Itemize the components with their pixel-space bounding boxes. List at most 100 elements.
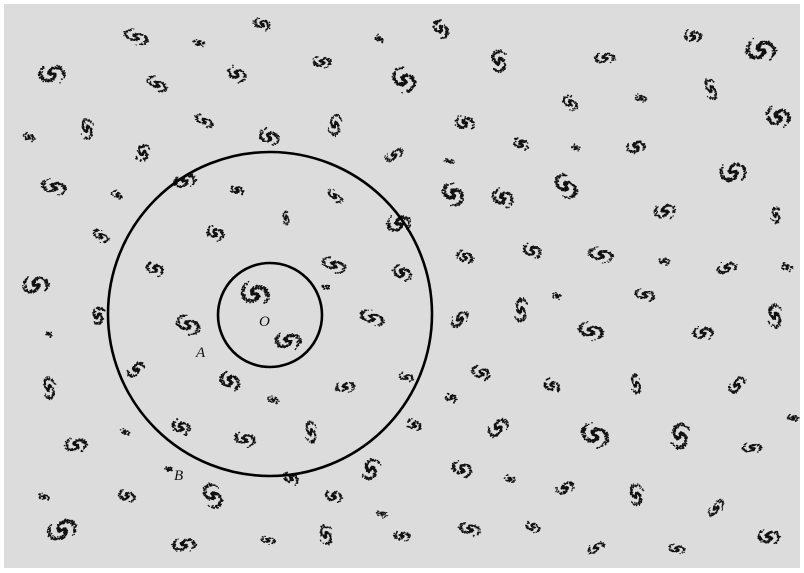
spiral-galaxy-icon (624, 136, 648, 158)
spiral-galaxy-icon (682, 25, 705, 46)
spiral-galaxy-icon (787, 414, 800, 422)
spiral-galaxy-icon (43, 511, 82, 550)
spiral-galaxy-icon (650, 197, 680, 225)
spiral-galaxy-icon (45, 331, 52, 338)
spiral-galaxy-icon (362, 458, 382, 481)
spiral-galaxy-icon (635, 93, 648, 102)
spiral-galaxy-icon (552, 292, 562, 300)
spiral-galaxy-icon (781, 262, 793, 272)
spiral-galaxy-icon (593, 49, 617, 67)
spiral-galaxy-icon (192, 39, 205, 47)
spiral-galaxy-icon (118, 489, 136, 502)
spiral-galaxy-icon (260, 536, 276, 545)
spiral-galaxy-icon (196, 479, 230, 512)
spiral-galaxy-icon (171, 418, 191, 436)
spiral-galaxy-icon (333, 377, 358, 397)
spiral-galaxy-icon (625, 481, 648, 508)
spiral-galaxy-icon (626, 372, 644, 396)
spiral-galaxy-icon (164, 466, 173, 472)
spiral-galaxy-icon (300, 418, 322, 445)
spiral-galaxy-icon (76, 116, 99, 143)
spiral-galaxy-icon (121, 27, 151, 48)
spiral-galaxy-icon (523, 243, 542, 259)
spiral-galaxy-icon (762, 101, 794, 133)
spiral-galaxy-icon (38, 493, 50, 501)
spiral-galaxy-icon (312, 54, 333, 71)
spiral-galaxy-icon (571, 143, 581, 151)
spiral-galaxy-icon (451, 460, 473, 478)
spiral-galaxy-icon (40, 178, 67, 195)
spiral-galaxy-icon (587, 246, 614, 263)
spiral-galaxy-icon (321, 285, 330, 290)
galaxies-layer (18, 16, 799, 558)
spiral-galaxy-icon (324, 187, 347, 206)
spiral-galaxy-icon (511, 296, 531, 324)
spiral-galaxy-icon (762, 301, 787, 331)
spiral-galaxy-icon (740, 440, 763, 456)
spiral-galaxy-icon (726, 373, 747, 397)
spiral-galaxy-icon (191, 112, 216, 130)
spiral-galaxy-icon (388, 64, 420, 96)
spiral-galaxy-icon (279, 210, 292, 227)
spiral-galaxy-icon (634, 288, 655, 302)
spiral-galaxy-icon (174, 313, 203, 338)
spiral-galaxy-icon (145, 262, 164, 278)
spiral-galaxy-icon (690, 322, 716, 345)
spiral-galaxy-icon (444, 393, 457, 404)
spiral-galaxy-icon (428, 16, 454, 41)
spiral-galaxy-icon (553, 476, 577, 500)
spiral-galaxy-icon (392, 529, 412, 544)
spiral-galaxy-icon (665, 420, 696, 453)
spiral-galaxy-icon (705, 496, 727, 521)
spiral-galaxy-icon (219, 371, 241, 392)
spiral-galaxy-icon (90, 227, 113, 246)
spiral-galaxy-icon (525, 521, 541, 534)
spiral-galaxy-icon (452, 111, 477, 135)
label-center-o: O (259, 314, 270, 330)
spiral-galaxy-icon (741, 31, 781, 69)
spiral-galaxy-icon (391, 264, 412, 282)
spiral-galaxy-icon (227, 65, 247, 84)
spiral-galaxy-icon (755, 524, 783, 549)
spiral-galaxy-icon (34, 57, 69, 91)
outer-sphere-ring (108, 152, 432, 476)
spiral-galaxy-icon (767, 205, 785, 226)
spiral-galaxy-icon (490, 185, 515, 211)
spiral-galaxy-icon (325, 113, 345, 138)
spiral-galaxy-icon (144, 73, 171, 95)
spiral-galaxy-icon (358, 308, 387, 328)
spiral-galaxy-icon (170, 533, 199, 557)
spiral-galaxy-icon (699, 75, 723, 103)
spiral-galaxy-icon (548, 170, 583, 203)
spiral-galaxy-icon (120, 428, 131, 436)
spiral-galaxy-icon (584, 537, 606, 558)
spiral-galaxy-icon (513, 137, 529, 151)
spiral-galaxy-icon (447, 306, 471, 332)
spiral-galaxy-icon (560, 92, 582, 112)
label-region-a: A (195, 345, 206, 361)
spiral-galaxy-icon (484, 413, 512, 443)
spiral-galaxy-icon (544, 377, 561, 392)
spiral-galaxy-icon (376, 510, 389, 518)
spiral-galaxy-icon (457, 522, 481, 537)
spiral-galaxy-icon (580, 422, 609, 449)
spiral-galaxy-icon (314, 521, 339, 548)
spiral-galaxy-icon (319, 255, 348, 276)
spiral-galaxy-icon (62, 432, 90, 457)
spiral-galaxy-icon (267, 395, 280, 404)
spiral-galaxy-icon (324, 488, 344, 505)
spiral-galaxy-icon (443, 158, 455, 164)
spiral-galaxy-icon (230, 185, 245, 195)
spiral-galaxy-icon (272, 326, 305, 356)
spiral-galaxy-icon (714, 255, 740, 278)
galaxy-field-diagram: O A B (4, 4, 800, 568)
spiral-galaxy-icon (124, 357, 147, 382)
label-region-b: B (174, 468, 183, 484)
spiral-galaxy-icon (234, 432, 257, 448)
spiral-galaxy-icon (374, 34, 383, 44)
spiral-galaxy-icon (485, 46, 514, 76)
spiral-galaxy-icon (38, 374, 61, 402)
spiral-galaxy-icon (504, 474, 517, 483)
diagram-canvas: O A B (4, 4, 800, 568)
spiral-galaxy-icon (715, 154, 751, 190)
